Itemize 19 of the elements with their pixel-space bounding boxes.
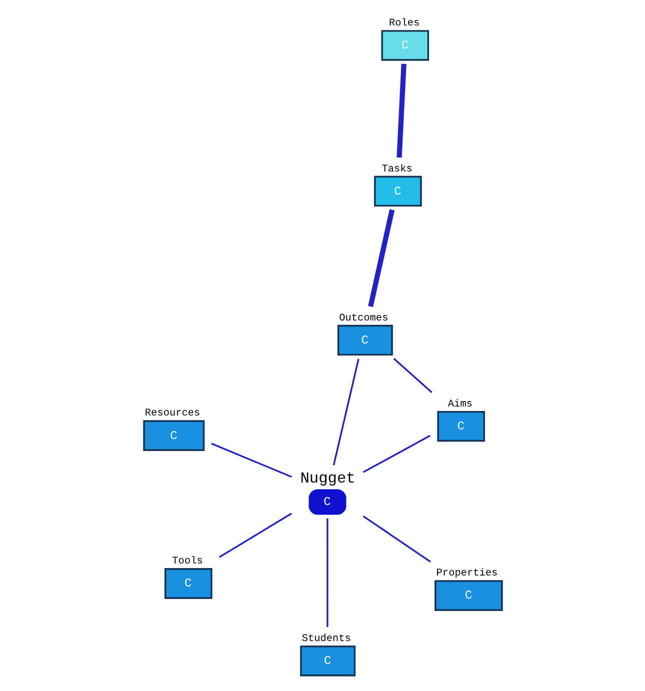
- connector: [362, 434, 430, 473]
- connector: [326, 518, 328, 627]
- connector: [362, 515, 430, 563]
- connector: [392, 358, 432, 393]
- connector: [218, 512, 292, 558]
- node-label: Roles: [388, 17, 420, 30]
- node-label: Properties: [436, 568, 498, 580]
- node-label: Aims: [447, 398, 472, 410]
- node-box: C: [308, 489, 346, 515]
- node-label: Tasks: [381, 163, 412, 176]
- connector: [396, 64, 406, 158]
- connector: [332, 358, 359, 466]
- connector: [368, 209, 394, 308]
- node-label: Students: [301, 632, 350, 645]
- node-label: Resources: [144, 408, 200, 420]
- connector: [210, 442, 292, 478]
- node-label: Outcomes: [338, 312, 388, 324]
- node-label: Nugget: [300, 470, 355, 488]
- node-label: Tools: [172, 556, 202, 568]
